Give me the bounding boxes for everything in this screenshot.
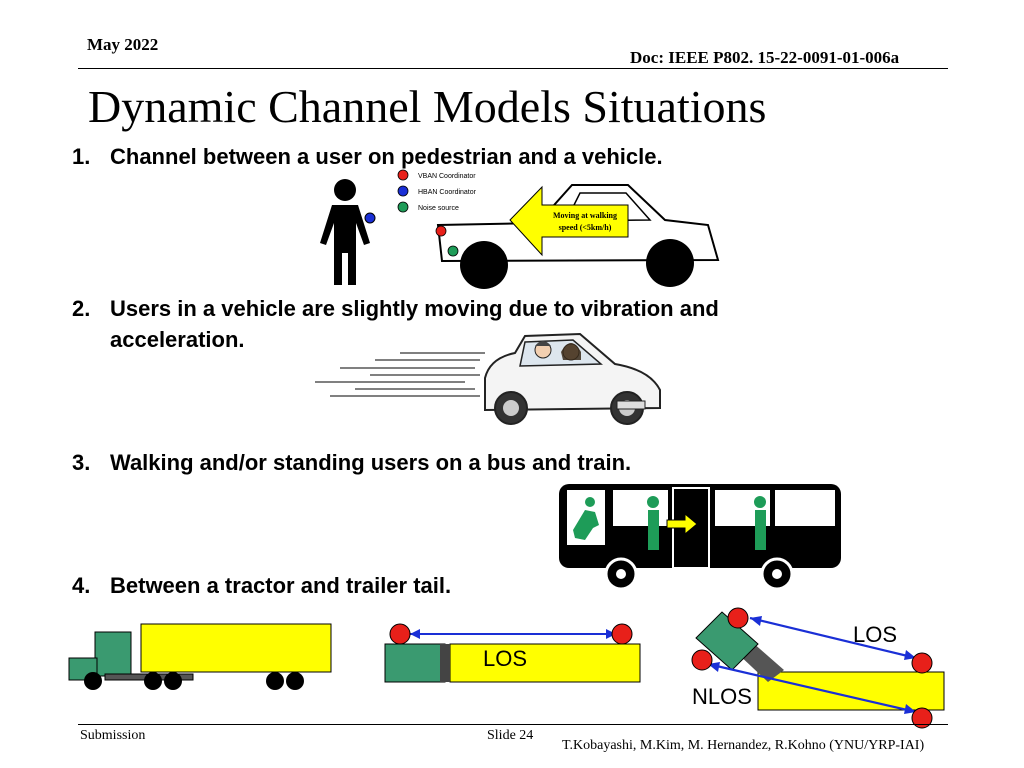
- item-text: Channel between a user on pedestrian and…: [110, 144, 663, 169]
- item-number: 2.: [72, 296, 91, 321]
- node-dot: [911, 707, 933, 729]
- cab-block: [695, 611, 759, 671]
- arrow-right-icon: [666, 512, 698, 536]
- nlos-link-line: [707, 662, 917, 714]
- list-item: 1. Channel between a user on pedestrian a…: [72, 144, 663, 170]
- arrowhead-icon: [904, 704, 916, 714]
- trailer-block: [449, 643, 641, 683]
- node-dot: [691, 649, 713, 671]
- walking-speed-arrow: Moving at walking speed (<5km/h): [509, 185, 629, 257]
- list-item: 4. Between a tractor and trailer tail.: [72, 573, 451, 599]
- arrow-label-line2: speed (<5km/h): [559, 223, 612, 232]
- item-number: 4.: [72, 573, 91, 598]
- item-text: Between a tractor and trailer tail.: [110, 573, 452, 598]
- arrowhead-icon: [750, 616, 762, 626]
- list-item: 3. Walking and/or standing users on a bus…: [72, 450, 631, 476]
- hban-legend-dot: [397, 185, 409, 197]
- footer-submission: Submission: [80, 728, 146, 743]
- arrowhead-icon: [410, 629, 420, 639]
- noise-legend-dot: [397, 201, 409, 213]
- vban-legend-label: VBAN Coordinator: [418, 173, 476, 180]
- arrowhead-icon: [904, 650, 916, 660]
- arrowhead-icon: [606, 629, 616, 639]
- los-label: LOS: [483, 646, 527, 671]
- hitch-block: [440, 644, 450, 682]
- passenger-icons: [573, 496, 766, 550]
- item-text: Users in a vehicle are slightly moving d…: [110, 296, 719, 321]
- noise-legend-label: Noise source: [418, 205, 459, 212]
- item-number: 3.: [72, 450, 91, 475]
- node-dot: [389, 623, 411, 645]
- footer-rule: [78, 724, 948, 725]
- footer-slide-number: Slide 24: [487, 728, 534, 743]
- list-item: 2. Users in a vehicle are slightly moving…: [72, 296, 719, 322]
- truck-illustration: [68, 623, 332, 690]
- speed-lines-icon: [315, 352, 485, 397]
- bus-illustration: [559, 484, 841, 590]
- moving-car-illustration: [315, 332, 661, 425]
- header-doc-id: Doc: IEEE P802. 15-22-0091-01-006a: [630, 48, 900, 67]
- pedestrian-icon: [320, 179, 376, 285]
- los-label: LOS: [853, 622, 897, 647]
- bus-icon: [559, 484, 841, 590]
- arrow-label-line1: Moving at walking: [553, 211, 617, 220]
- los-straight-diagram: LOS: [384, 623, 641, 683]
- vban-legend-dot: [397, 169, 409, 181]
- item-number: 1.: [72, 144, 91, 169]
- tractor-trailer-icon: [68, 623, 332, 690]
- item-text: Walking and/or standing users on a bus a…: [110, 450, 632, 475]
- hban-legend-label: HBAN Coordinator: [418, 189, 477, 196]
- header-date: May 2022: [87, 35, 159, 54]
- trailer-block: [757, 671, 945, 711]
- nlos-label: NLOS: [692, 684, 752, 709]
- cab-block: [384, 643, 446, 683]
- los-nlos-diagram: LOS NLOS: [691, 607, 945, 729]
- los-link-line: [749, 616, 917, 660]
- footer-authors: T.Kobayashi, M.Kim, M. Hernandez, R.Kohn…: [562, 738, 925, 753]
- page-title: Dynamic Channel Models Situations: [88, 81, 767, 132]
- passenger-car-icon: [484, 332, 661, 425]
- node-dot: [727, 607, 749, 629]
- list-item-continuation: acceleration.: [110, 327, 245, 352]
- node-dot: [911, 652, 933, 674]
- pedestrian-vehicle-illustration: VBAN Coordinator HBAN Coordinator Noise …: [320, 169, 720, 289]
- node-dot: [611, 623, 633, 645]
- header-rule: [78, 68, 948, 69]
